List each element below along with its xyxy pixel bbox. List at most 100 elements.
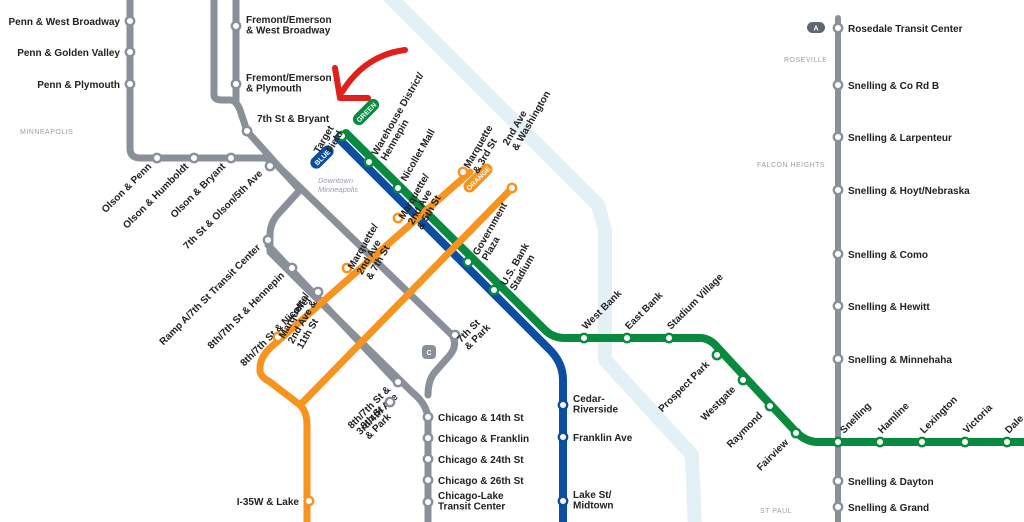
- station-lake-st-midtown[interactable]: Lake St/Midtown: [557, 490, 614, 512]
- station-marker[interactable]: [832, 248, 844, 260]
- station-marker[interactable]: [336, 130, 348, 142]
- station-marker[interactable]: [341, 262, 353, 274]
- station-label-line: 7th St & Olson/5th Ave: [182, 168, 266, 252]
- station-i-35w-lake[interactable]: I-35W & Lake: [237, 495, 315, 508]
- station-chicago-24th-st[interactable]: Chicago & 24th St: [422, 453, 524, 466]
- station-marker[interactable]: [272, 331, 284, 343]
- station-marker[interactable]: [832, 475, 844, 487]
- station-olson-humboldt[interactable]: Olson & Humboldt: [121, 152, 200, 231]
- station-cedar-riverside[interactable]: Cedar-Riverside: [557, 394, 619, 416]
- station-marker[interactable]: [225, 152, 237, 164]
- station-chicago-26th-st[interactable]: Chicago & 26th St: [422, 474, 524, 487]
- station-marker[interactable]: [832, 131, 844, 143]
- station-marquette-3rd-st[interactable]: Marquette& 3rd St: [457, 123, 505, 178]
- station-marker[interactable]: [557, 431, 569, 443]
- station-marker[interactable]: [422, 474, 434, 486]
- station-marker[interactable]: [241, 125, 253, 137]
- station-marker[interactable]: [422, 411, 434, 423]
- station-snelling-larpenteur[interactable]: Snelling & Larpenteur: [832, 131, 952, 144]
- station-snelling-grand[interactable]: Snelling & Grand: [832, 501, 929, 514]
- station-rosedale-transit-center[interactable]: Rosedale Transit Center: [832, 22, 963, 35]
- station-7th-st-olson-5th-ave[interactable]: 7th St & Olson/5th Ave: [182, 160, 276, 252]
- area-label-falcon-heights: FALCON HEIGHTS: [757, 162, 825, 169]
- station-marker[interactable]: [124, 78, 136, 90]
- station-fremont-emerson-west-broadway[interactable]: Fremont/Emerson& West Broadway: [230, 15, 332, 37]
- station-marker[interactable]: [312, 286, 324, 298]
- station-penn-west-broadway[interactable]: Penn & West Broadway: [8, 15, 136, 28]
- station-penn-golden-valley[interactable]: Penn & Golden Valley: [17, 46, 136, 59]
- station-label-line: 7th St & Bryant: [257, 114, 330, 125]
- station-marker[interactable]: [422, 453, 434, 465]
- station-marker[interactable]: [392, 182, 404, 194]
- station-snelling-minnehaha[interactable]: Snelling & Minnehaha: [832, 353, 953, 366]
- station-label-line: Snelling & Grand: [848, 503, 929, 514]
- station-stadium-village[interactable]: Stadium Village: [663, 272, 726, 344]
- station-chicago-franklin[interactable]: Chicago & Franklin: [422, 432, 529, 445]
- station-marker[interactable]: [151, 152, 163, 164]
- station-marker[interactable]: [262, 234, 274, 246]
- station-marker[interactable]: [790, 427, 802, 439]
- station-marker[interactable]: [832, 353, 844, 365]
- station-marker[interactable]: [488, 284, 500, 296]
- station-marker[interactable]: [230, 78, 242, 90]
- station-marker[interactable]: [449, 329, 461, 341]
- station-label: Chicago & Franklin: [438, 434, 529, 445]
- station-8th-st-park[interactable]: 8th St& Park: [356, 396, 396, 442]
- station-marker[interactable]: [832, 22, 844, 34]
- station-label-line: Snelling & Dayton: [848, 477, 934, 488]
- station-westgate[interactable]: Westgate: [699, 374, 749, 424]
- station-label: Prospect Park: [657, 359, 713, 415]
- station-marker[interactable]: [124, 15, 136, 27]
- station-2nd-ave-washington[interactable]: 2nd Ave& Washington: [501, 84, 553, 194]
- station-marker[interactable]: [621, 332, 633, 344]
- station-marker[interactable]: [737, 374, 749, 386]
- station-marker[interactable]: [832, 501, 844, 513]
- station-marker[interactable]: [874, 436, 886, 448]
- station-marker[interactable]: [392, 376, 404, 388]
- station-marker[interactable]: [392, 212, 404, 224]
- station-fremont-emerson-plymouth[interactable]: Fremont/Emerson& Plymouth: [230, 73, 332, 95]
- station-franklin-ave[interactable]: Franklin Ave: [557, 431, 633, 444]
- station-marker[interactable]: [124, 46, 136, 58]
- station-snelling-como[interactable]: Snelling & Como: [832, 248, 928, 261]
- station-marker[interactable]: [832, 300, 844, 312]
- station-raymond[interactable]: Raymond: [725, 400, 776, 451]
- station-marker[interactable]: [506, 182, 518, 194]
- station-marker[interactable]: [188, 152, 200, 164]
- station-marker[interactable]: [422, 432, 434, 444]
- station-chicago-14th-st[interactable]: Chicago & 14th St: [422, 411, 524, 424]
- station-marker[interactable]: [832, 184, 844, 196]
- station-marker[interactable]: [959, 436, 971, 448]
- station-marker[interactable]: [1001, 436, 1013, 448]
- station-marker[interactable]: [832, 436, 844, 448]
- station-marker[interactable]: [462, 256, 474, 268]
- station-snelling-dayton[interactable]: Snelling & Dayton: [832, 475, 934, 488]
- station-marker[interactable]: [832, 79, 844, 91]
- station-marker[interactable]: [916, 436, 928, 448]
- station-marker[interactable]: [764, 400, 776, 412]
- station-marker[interactable]: [363, 156, 375, 168]
- station-penn-plymouth[interactable]: Penn & Plymouth: [37, 78, 136, 91]
- station-marker[interactable]: [303, 495, 315, 507]
- station-ramp-a-7th-st-transit-center[interactable]: Ramp A/7th St Transit Center: [158, 234, 274, 348]
- station-marker[interactable]: [557, 495, 569, 507]
- station-label-line: Olson & Humboldt: [121, 161, 191, 231]
- station-7th-st-bryant[interactable]: 7th St & Bryant: [241, 114, 330, 137]
- station-marker[interactable]: [557, 399, 569, 411]
- station-marker[interactable]: [711, 349, 723, 361]
- station-snelling-co-rd-b[interactable]: Snelling & Co Rd B: [832, 79, 939, 92]
- station-marker[interactable]: [422, 496, 434, 508]
- station-marker[interactable]: [230, 20, 242, 32]
- station-snelling-hoyt-nebraska[interactable]: Snelling & Hoyt/Nebraska: [832, 184, 970, 197]
- station-marker[interactable]: [663, 332, 675, 344]
- station-snelling-hewitt[interactable]: Snelling & Hewitt: [832, 300, 931, 313]
- station-label-line: Victoria: [961, 402, 995, 436]
- station-fairview[interactable]: Fairview: [755, 427, 802, 474]
- station-marker[interactable]: [457, 166, 469, 178]
- station-marker[interactable]: [286, 262, 298, 274]
- station-marker[interactable]: [264, 160, 276, 172]
- station-marker[interactable]: [578, 332, 590, 344]
- station-marker[interactable]: [384, 396, 396, 408]
- blue-line: [334, 134, 567, 522]
